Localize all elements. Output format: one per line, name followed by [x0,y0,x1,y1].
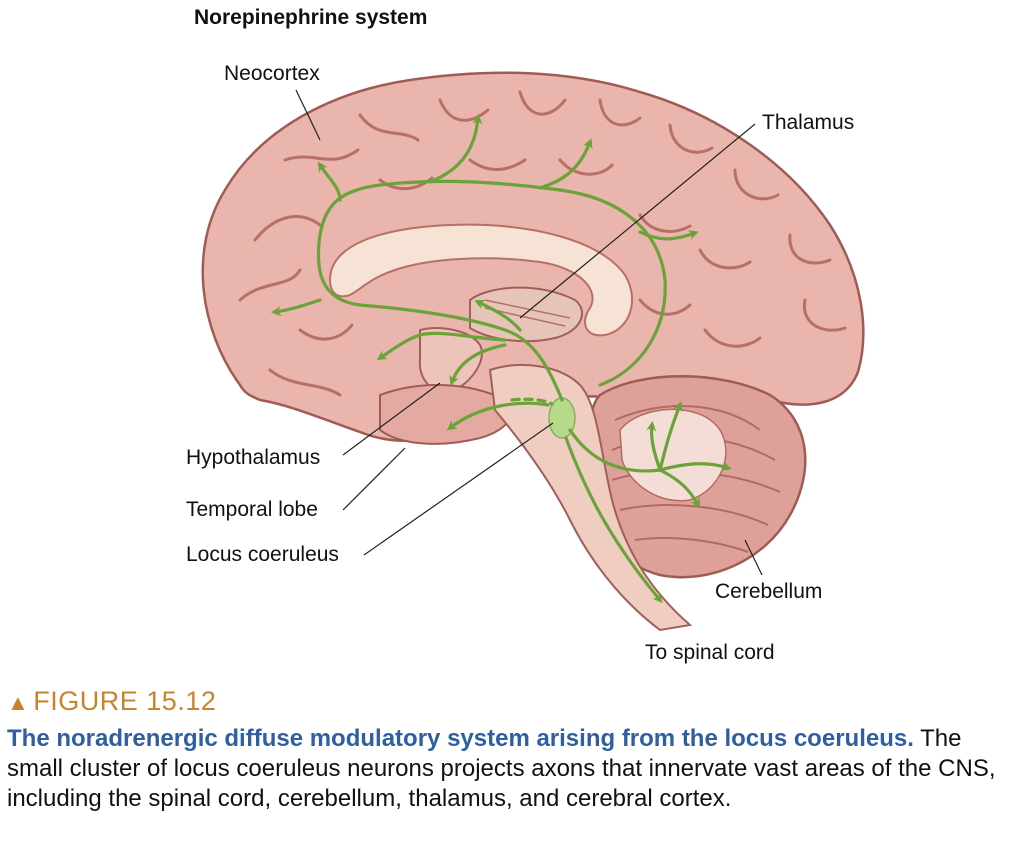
label-leader-lines [295,89,763,576]
corpus-callosum [328,223,634,337]
label-cerebellum: Cerebellum [715,580,823,603]
pathway-to-thalamus [474,300,522,332]
pathway-to-temporal-lobe [446,401,550,431]
label-locus-coeruleus: Locus coeruleus [186,543,339,566]
figure-caption: The noradrenergic diffuse modulatory sys… [7,724,1013,814]
brain-figure: Norepinephrine system Neocortex Thalamus… [186,6,865,664]
neocortex-leader [295,89,321,141]
figure-number: ▲FIGURE 15.12 [7,686,216,717]
pathway-to-orbitofrontal [376,331,507,361]
label-spinal-cord: To spinal cord [645,641,775,664]
diagram-title: Norepinephrine system [194,6,428,29]
pathway-dorsal-bundle [316,179,667,402]
pathway-to-cerebellum [568,428,662,473]
pathway-to-frontal-pole [271,298,322,317]
thalamus-leader [519,123,756,319]
caption-lead: The noradrenergic diffuse modulatory sys… [7,725,914,752]
figure-number-text: FIGURE 15.12 [33,686,217,716]
locus-coeruleus-leader [363,422,554,556]
pathway-to-neocortex [317,161,342,202]
pathway-cerebellum-mid [646,421,662,472]
cerebellum-leader [744,539,763,576]
pathway-bridge-dashed [510,397,554,406]
temporal-lobe-leader [342,447,406,511]
pathway-to-occipital-cortex [638,230,699,241]
pathway-to-parietal-cortex [538,138,593,190]
pathway-cerebellum-up [658,401,683,472]
cortical-sulci [238,90,847,397]
pathway-cerebellum-down [658,468,700,509]
hypothalamus-region [418,327,483,394]
thalamus-region [469,286,584,343]
label-temporal-lobe: Temporal lobe [186,498,318,521]
pathway-to-hypothalamus [449,343,507,386]
pathway-to-spinal-cord [564,436,663,604]
pathway-cerebellum-right [658,461,732,472]
pathway-to-dorsal-cortex [428,114,483,184]
hypothalamus-leader [342,382,441,456]
noradrenergic-pathways [271,114,732,604]
brain-illustration [201,71,865,632]
label-hypothalamus: Hypothalamus [186,446,321,469]
label-thalamus: Thalamus [762,111,855,134]
triangle-icon: ▲ [7,690,30,715]
label-neocortex: Neocortex [224,62,320,85]
caption-body: The small cluster of locus coeruleus neu… [7,725,996,812]
